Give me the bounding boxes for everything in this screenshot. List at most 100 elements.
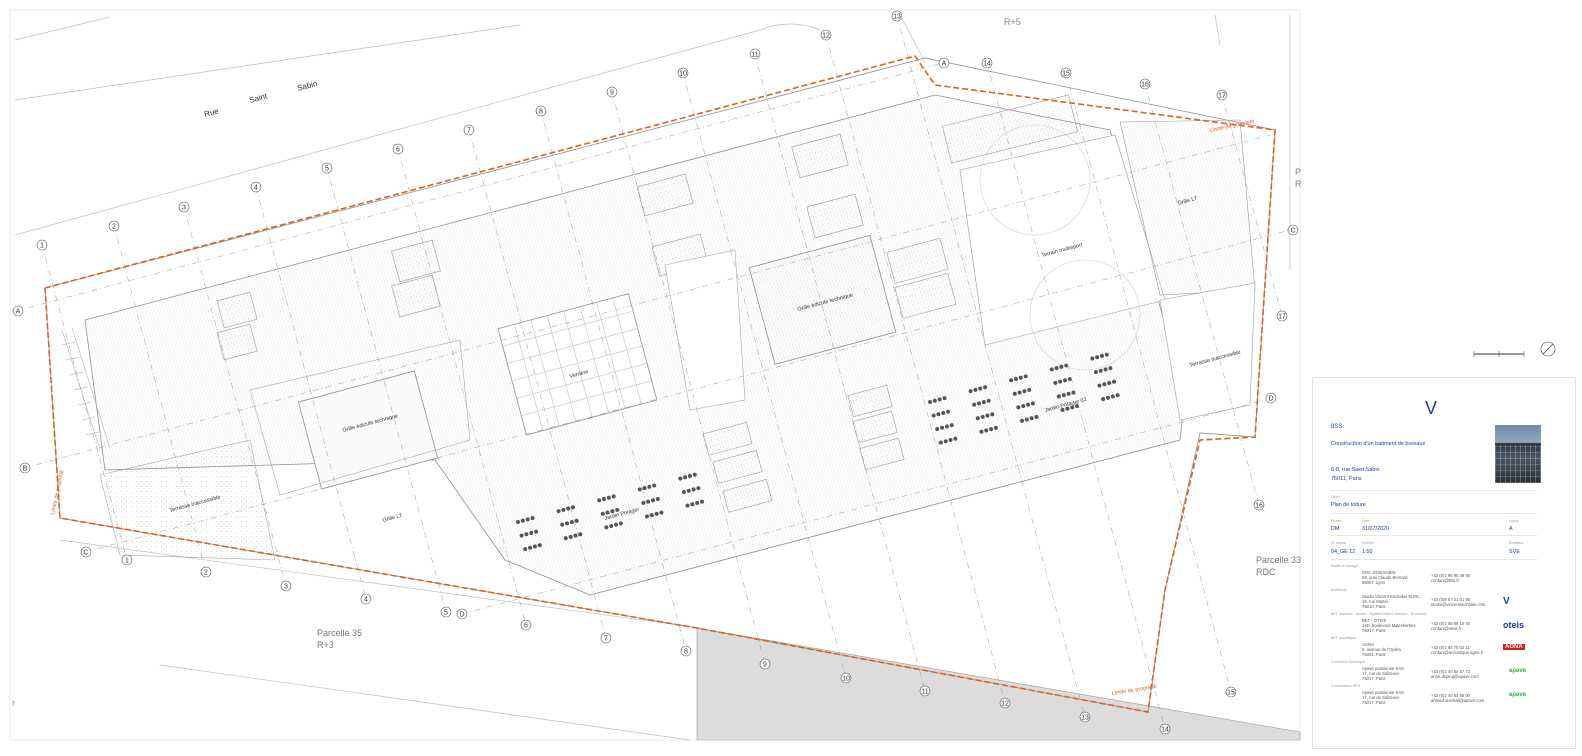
- garden-plant: [1016, 405, 1021, 410]
- intervenant-line: AGNA: [1362, 642, 1374, 647]
- axis-number-top: 14: [983, 61, 991, 68]
- garden-plant: [519, 533, 524, 538]
- garden-plant: [532, 544, 537, 549]
- agna-logo: AGNA: [1503, 644, 1525, 650]
- axis-number-bottom: 15: [1227, 690, 1235, 697]
- axis-letter-circle: [456, 608, 468, 620]
- axis-number-top: 15: [1062, 71, 1070, 78]
- axis-number-top: 11: [751, 52, 758, 59]
- apave-logo: apave: [1509, 668, 1527, 674]
- intervenant-role: Contrôleur Technique: [1331, 660, 1366, 664]
- garden-plant: [655, 497, 660, 502]
- axis-number-bottom: 5: [444, 610, 448, 617]
- axis-number-bottom-circle: [121, 554, 133, 566]
- garden-plant: [1026, 402, 1031, 407]
- right-partial-2: R: [1295, 179, 1302, 189]
- garden-plant: [936, 412, 941, 417]
- garden-plant: [1103, 367, 1108, 372]
- axis-letter-circle: [1265, 392, 1277, 404]
- garden-plant: [644, 514, 649, 519]
- garden-plant: [565, 521, 570, 526]
- intervenant-line: 17, rue de Salneuve: [1362, 695, 1400, 700]
- garden-plant: [984, 428, 989, 433]
- axis-number-top: 1: [40, 243, 44, 250]
- axis-number-bottom-circle: [999, 697, 1011, 709]
- axis-number-top-circle: [606, 86, 618, 98]
- garden-plant: [944, 424, 949, 429]
- garden-plant: [968, 389, 973, 394]
- axis-number-bottom: 1: [125, 558, 129, 565]
- garden-plant: [1022, 389, 1027, 394]
- garden-plant: [1034, 414, 1039, 419]
- garden-plant: [525, 517, 530, 522]
- date-label: Date: [1362, 519, 1370, 523]
- garden-plant: [975, 416, 980, 421]
- axis-letter: A: [16, 309, 21, 316]
- garden-plant: [611, 494, 616, 499]
- garden-plant: [1065, 406, 1070, 411]
- garden-plant: [941, 410, 946, 415]
- garden-plant: [652, 483, 657, 488]
- date-value: 31/07/2020: [1362, 526, 1389, 532]
- garden-plant: [647, 484, 652, 489]
- intervenant-line: 16, rue Martel: [1362, 599, 1388, 604]
- garden-plant: [1027, 387, 1032, 392]
- garden-plant: [1056, 394, 1061, 399]
- axis-letter-circle: [938, 57, 950, 69]
- numero-value: 04_GE 12: [1331, 549, 1356, 555]
- axis-letter-circle: [19, 462, 31, 474]
- axis-number-top: 13: [893, 14, 901, 21]
- echelle-label: Echelle: [1362, 541, 1374, 545]
- axis-letter-circle: [80, 546, 92, 558]
- axis-number-top-circle: [535, 105, 547, 117]
- axis-number-bottom-circle: [1253, 499, 1265, 511]
- garden-plant: [606, 495, 611, 500]
- garden-plant: [563, 536, 568, 541]
- garden-plant: [1017, 390, 1022, 395]
- axis-number-bottom: 6: [524, 623, 528, 630]
- intervenant-contact: ahmed.ouestall@apave.com: [1431, 698, 1485, 703]
- objet-value: Plan de toiture: [1331, 502, 1366, 508]
- axis-number-bottom-circle: [280, 580, 292, 592]
- axis-number-bottom-circle: [840, 672, 852, 684]
- vegetable-garden-left: [516, 472, 705, 552]
- property-limit-line: [44, 55, 1276, 713]
- axis-number-top: 10: [679, 71, 687, 78]
- garden-plant: [618, 521, 623, 526]
- intervenant-line: 14D, boulevard Malesherbes: [1362, 623, 1416, 628]
- axis-number-top-circle: [178, 201, 190, 213]
- garden-plant: [1115, 393, 1120, 398]
- garden-plant: [1099, 353, 1104, 358]
- axis-number-bottom: 4: [364, 597, 368, 604]
- garden-plant: [678, 476, 683, 481]
- intervenant-role: Maître d'ouvrage: [1331, 564, 1358, 568]
- garden-plant: [646, 499, 651, 504]
- axis-number-bottom-circle: [1225, 686, 1237, 698]
- garden-plant: [568, 534, 573, 539]
- axis-bubbles: 1234567891011121314151617123456789101112…: [12, 10, 1299, 735]
- north-arrow: [1540, 341, 1556, 357]
- axis-number-top-circle: [321, 162, 333, 174]
- axis-number-bottom: 17: [1278, 314, 1286, 321]
- garden-plant: [948, 437, 953, 442]
- garden-plant: [615, 507, 620, 512]
- verriere-grid: [497, 293, 658, 436]
- garden-plant: [932, 398, 937, 403]
- garden-plant: [1058, 379, 1063, 384]
- address-line-1: 6-8, rue Saint Sabin: [1331, 467, 1380, 473]
- axis-number-bottom: 12: [1001, 701, 1009, 708]
- garden-plant: [1095, 355, 1100, 360]
- axis-number-bottom-circle: [200, 566, 212, 578]
- garden-plant: [1093, 370, 1098, 375]
- intervenant-contact: +33 (0)1 58 69 10 40: [1431, 621, 1470, 626]
- garden-plant: [983, 385, 988, 390]
- garden-plant: [977, 401, 982, 406]
- axis-number-top: 9: [610, 90, 614, 97]
- garden-plant: [649, 513, 654, 518]
- axis-number-top-circle: [108, 220, 120, 232]
- garden-plant: [1013, 376, 1018, 381]
- garden-plant: [683, 475, 688, 480]
- garden-plant: [1053, 380, 1058, 385]
- garden-plant: [520, 518, 525, 523]
- axis-number-top-circle: [250, 181, 262, 193]
